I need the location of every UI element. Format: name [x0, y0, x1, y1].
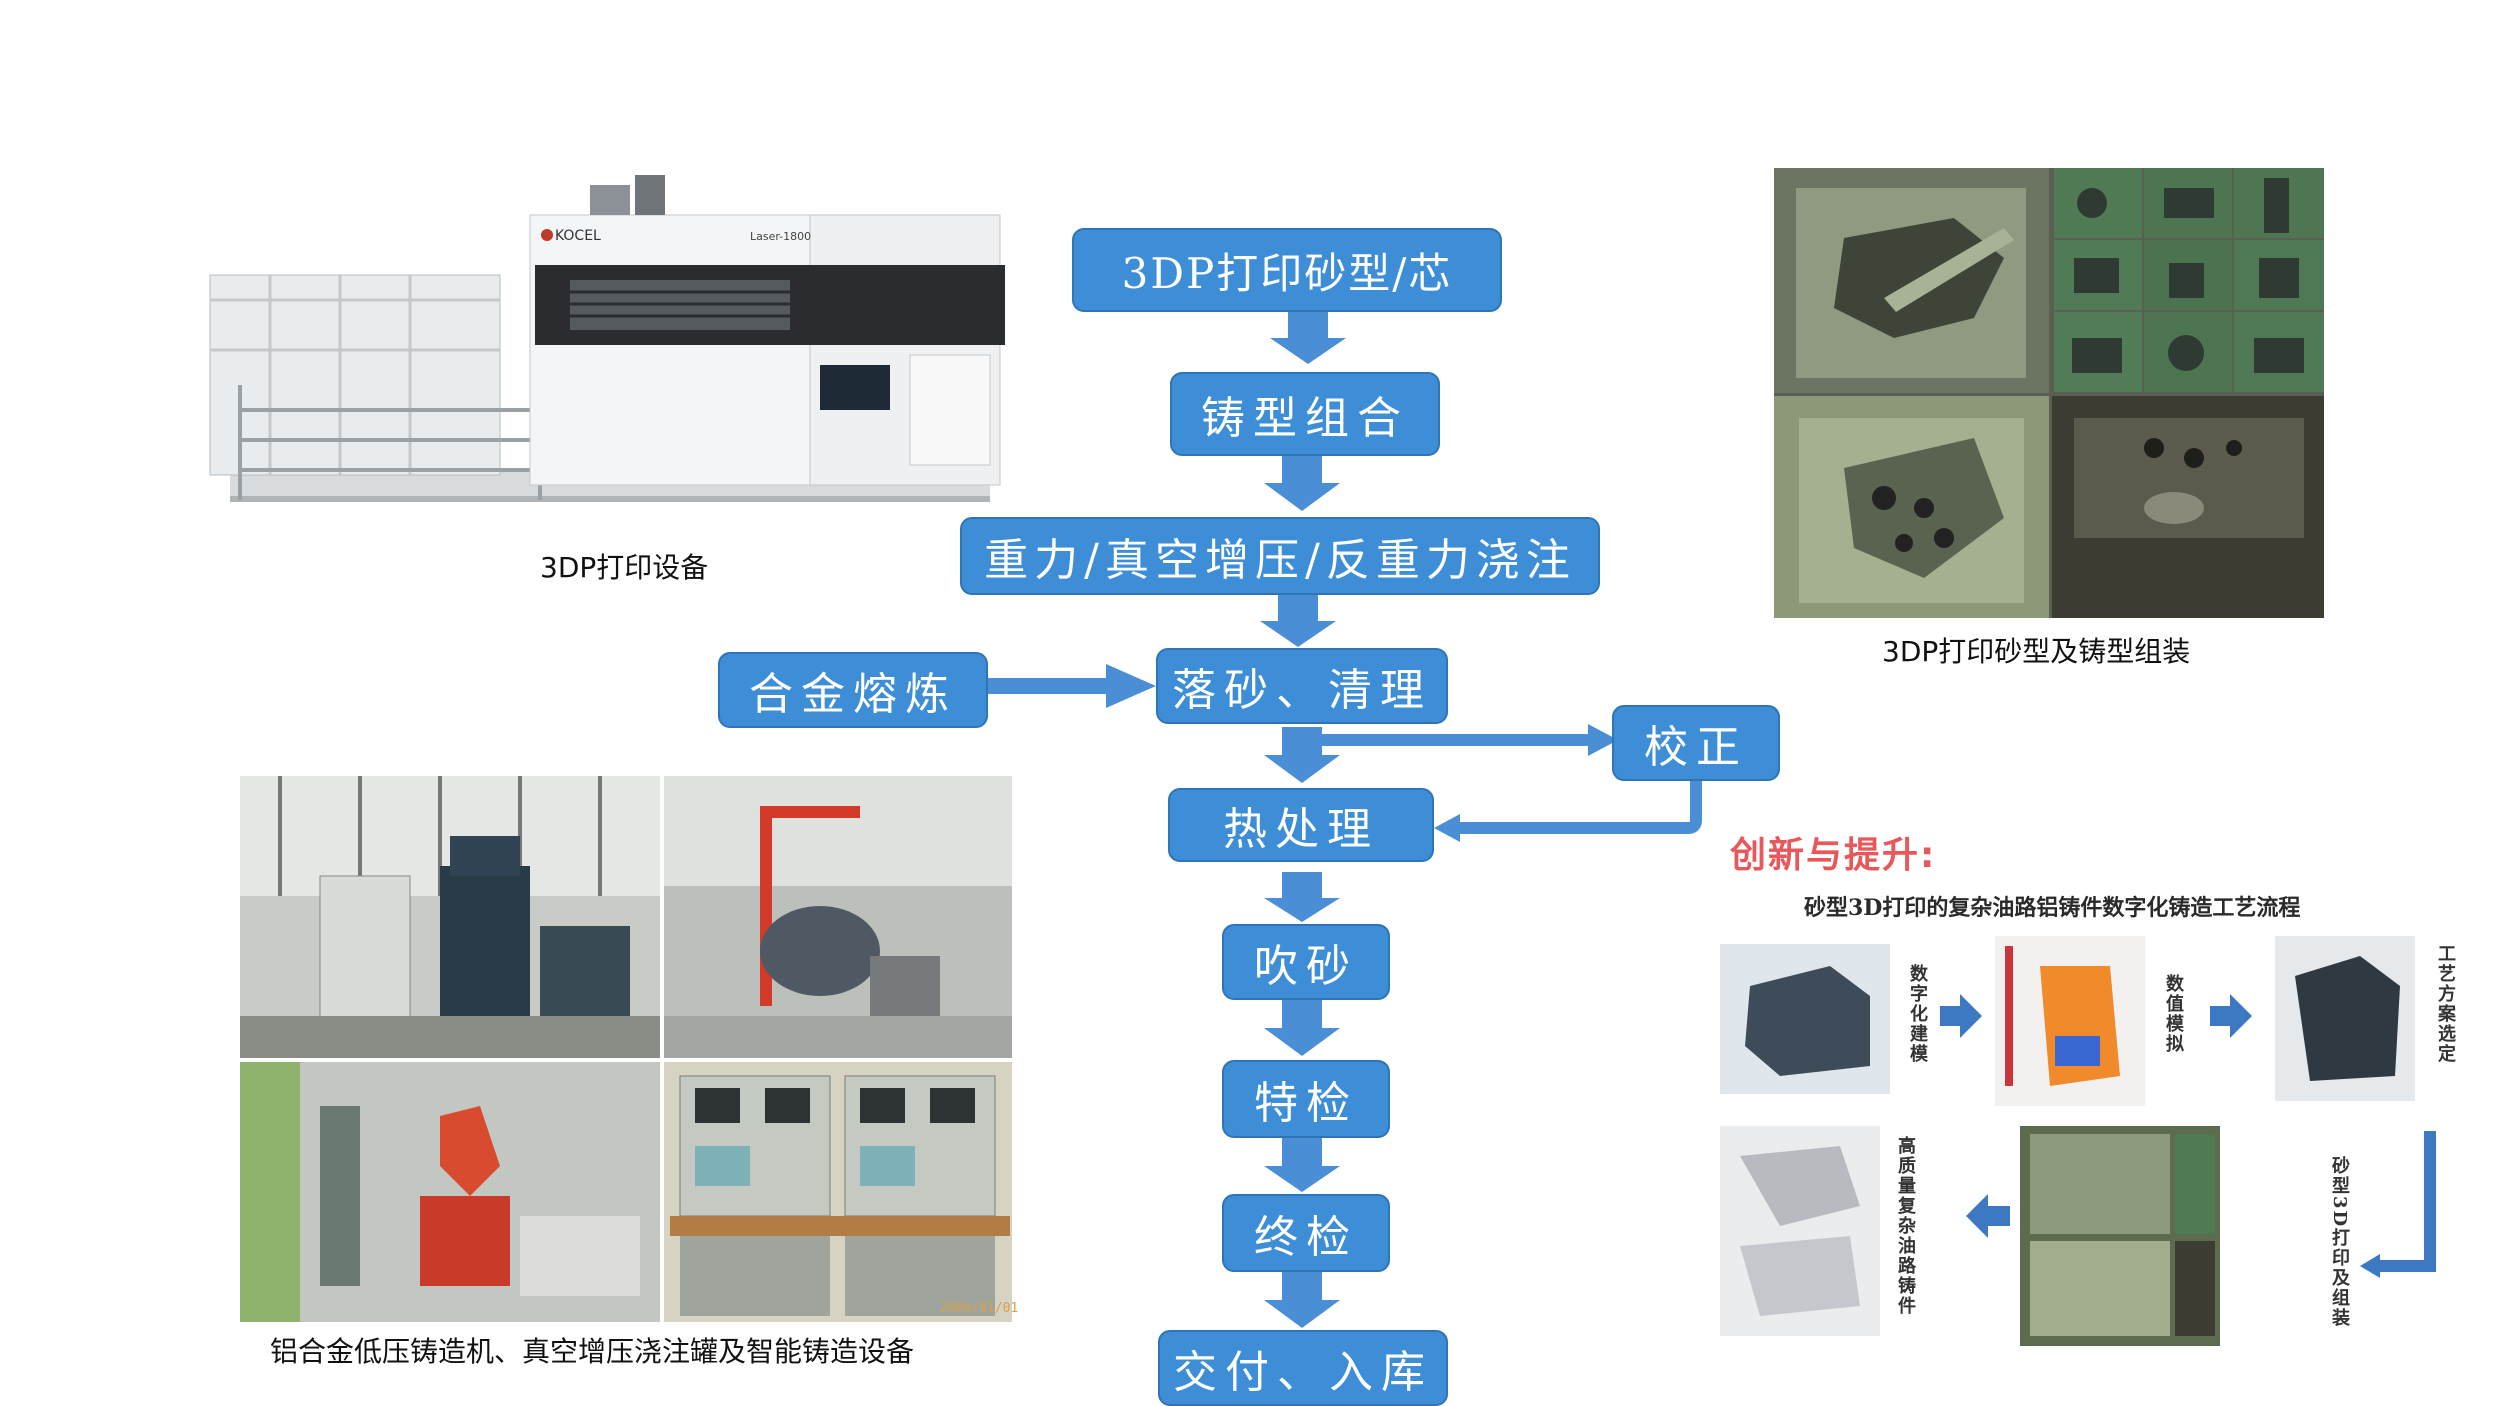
- step-final-inspection: 终检: [1222, 1194, 1390, 1272]
- innovation-title: 砂型3D打印的复杂油路铝铸件数字化铸造工艺流程: [1804, 895, 2301, 921]
- step-shakeout-clean: 落砂、清理: [1156, 648, 1448, 724]
- step-correction: 校正: [1612, 705, 1780, 781]
- step-3dp-print: 3DP打印砂型/芯: [1072, 228, 1502, 312]
- arrow-down-7: [1264, 1138, 1340, 1192]
- caption-sand-mold: 3DP打印砂型及铸型组装: [1882, 635, 2191, 668]
- arrow-down-8: [1264, 1272, 1340, 1328]
- label-process-scheme: 工艺方案选定: [2435, 944, 2456, 1064]
- sand-mold-photo: [1774, 168, 2324, 618]
- step-mold-assembly: 铸型组合: [1170, 372, 1440, 456]
- printer-model: Laser-1800: [750, 230, 811, 243]
- step-pouring: 重力/真空增压/反重力浇注: [960, 517, 1600, 595]
- step-delivery-storage: 交付、入库: [1158, 1330, 1448, 1406]
- arrow-down-4: [1264, 727, 1340, 783]
- equipment-photo: 2004/01/01: [240, 776, 1018, 1322]
- caption-equipment: 铝合金低压铸造机、真空增压浇注罐及智能铸造设备: [270, 1335, 915, 1368]
- arrow-down-2: [1264, 455, 1340, 511]
- step-sand-blasting: 吹砂: [1222, 924, 1390, 1000]
- arrow-clean-to-correct: [1318, 724, 1618, 756]
- label-numerical-simulation: 数值模拟: [2163, 974, 2184, 1054]
- arrow-down-5: [1264, 872, 1340, 922]
- arrow-down-6: [1264, 1000, 1340, 1056]
- arrow-down-3: [1260, 595, 1336, 647]
- innovation-heading: 创新与提升:: [1730, 835, 1937, 876]
- caption-printer: 3DP打印设备: [540, 551, 709, 584]
- innovation-panel: 创新与提升: 砂型3D打印的复杂油路铝铸件数字化铸造工艺流程 数字化建模 数值模…: [1720, 826, 2460, 1366]
- label-quality-casting: 高质量复杂油路铸件: [1895, 1136, 1916, 1316]
- arrow-alloy-to-clean: [988, 664, 1156, 708]
- arrow-correct-to-heat: [1434, 780, 1702, 842]
- step-heat-treatment: 热处理: [1168, 788, 1434, 862]
- step-alloy-melting: 合金熔炼: [718, 652, 988, 728]
- photo-timestamp: 2004/01/01: [940, 1301, 1018, 1316]
- printer-brand: KOCEL: [555, 228, 601, 244]
- printer-photo: KOCEL Laser-1800: [209, 170, 1005, 540]
- label-digital-modeling: 数字化建模: [1907, 964, 1928, 1064]
- arrow-down-1: [1270, 312, 1346, 364]
- step-special-inspection: 特检: [1222, 1060, 1390, 1138]
- label-sand-print-assembly: 砂型3D打印及组装: [2329, 1156, 2350, 1329]
